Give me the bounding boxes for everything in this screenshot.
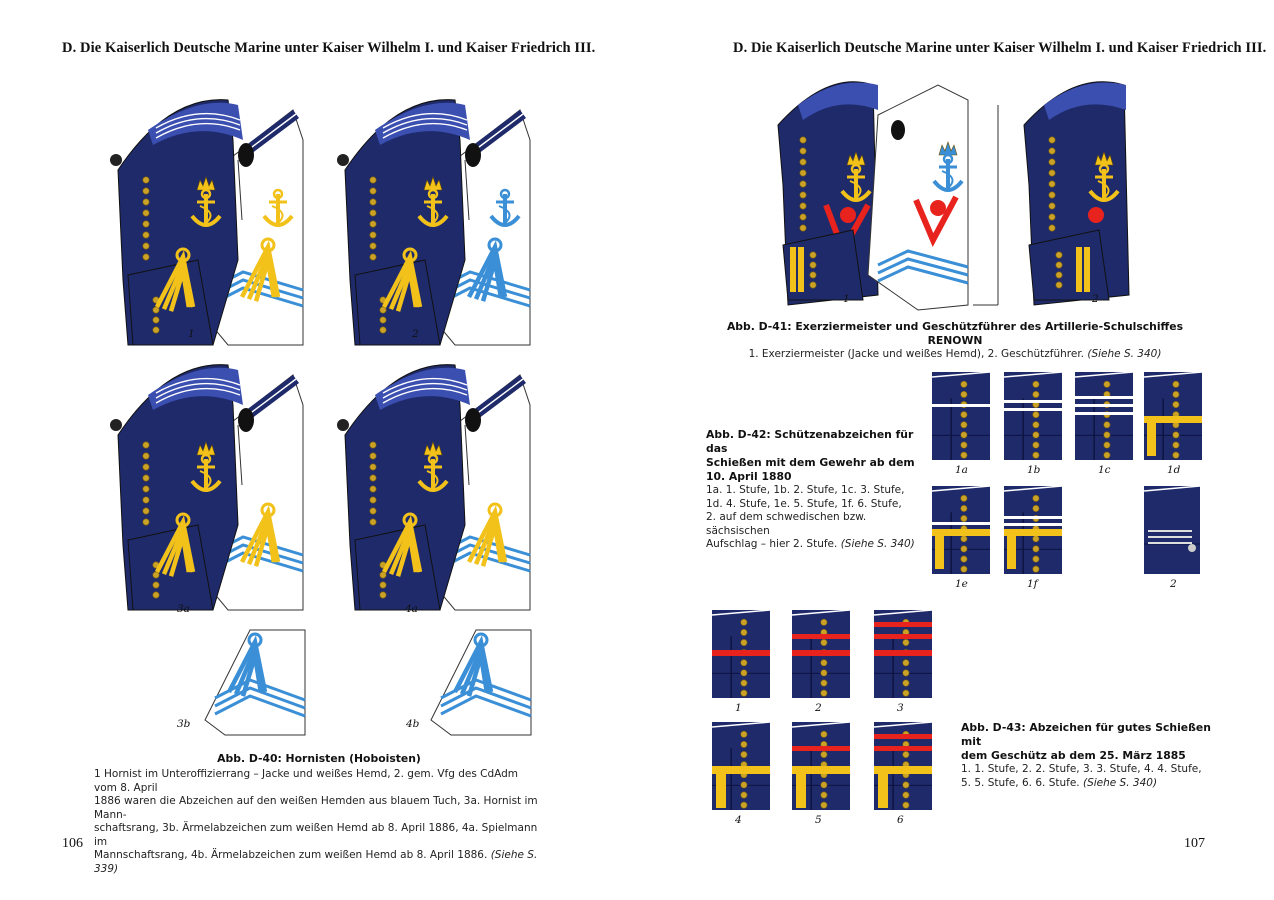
caption-title: Abb. D-40: Hornisten (Hoboisten) [217, 752, 421, 765]
cuff-d43-0 [711, 609, 771, 698]
anchor-icon [489, 188, 521, 227]
caption-line: 1d. 4. Stufe, 1e. 5. Stufe, 1f. 6. Stufe… [706, 497, 902, 510]
figure-label: 5 [815, 814, 822, 826]
cuff-d43-1 [791, 609, 851, 698]
cuff-d42-2 [1143, 485, 1201, 574]
cuff-d43-4 [791, 721, 851, 810]
figure-label: 4a [405, 603, 418, 615]
caption-line: 1 Hornist im Unteroffizierrang – Jacke u… [94, 768, 519, 794]
caption-title-line: Schießen mit dem Gewehr ab dem [706, 456, 915, 469]
caption-title-line: 10. April 1880 [706, 470, 792, 483]
figure-label: 1b [1027, 464, 1041, 476]
caption-line: 2. auf dem schwedischen bzw. sächsischen [706, 511, 867, 537]
figure-d40-3a [110, 364, 304, 611]
anchor-icon [190, 441, 222, 492]
figure-label: 6 [897, 814, 904, 826]
figure-label: 3 [897, 702, 904, 714]
figure-label: 3b [177, 718, 191, 730]
caption-line: 1. 1. Stufe, 2. 2. Stufe, 3. 3. Stufe, 4… [961, 763, 1202, 775]
anchor-icon [417, 441, 449, 492]
figure-label: 2 [412, 328, 419, 340]
caption-line: 1a. 1. Stufe, 1b. 2. Stufe, 1c. 3. Stufe… [706, 484, 905, 496]
caption-line: Mannschaftsrang, 4b. Ärmelabzeichen zum … [94, 849, 538, 875]
anchor-icon [932, 141, 964, 192]
caption-d42: Abb. D-42: Schützenabzeichen für das Sch… [706, 428, 916, 552]
figure-label: 2 [1170, 578, 1177, 590]
anchor-icon [262, 188, 294, 227]
caption-line: schaftsrang, 3b. Ärmelabzeichen zum weiß… [94, 822, 538, 848]
figure-d40-3b [204, 629, 306, 736]
figure-label: 1a [955, 464, 968, 476]
cuff-d42-4 [931, 485, 991, 574]
figure-d40-4b [430, 629, 532, 736]
figure-label: 1e [955, 578, 968, 590]
anchor-icon [1088, 151, 1120, 202]
cuff-d43-3 [711, 721, 771, 810]
figure-d41-2 [1023, 81, 1130, 306]
caption-line: 5. 5. Stufe, 6. 6. Stufe. (Siehe S. 340) [961, 776, 1158, 789]
caption-title: Abb. D-41: Exerziermeister und Geschützf… [726, 320, 1184, 347]
running-head-right: D. Die Kaiserlich Deutsche Marine unter … [733, 40, 1267, 56]
caption-ref: (Siehe S. 340) [840, 538, 915, 550]
page-number-right: 107 [1184, 836, 1205, 851]
caption-d41: Abb. D-41: Exerziermeister und Geschützf… [700, 320, 1210, 362]
figure-d40-4a [337, 364, 531, 611]
caption-title-line: Abb. D-42: Schützenabzeichen für das [706, 428, 914, 455]
caption-ref: (Siehe S. 340) [1087, 348, 1162, 360]
caption-ref: (Siehe S. 340) [1082, 776, 1158, 789]
figure-d40-1 [110, 99, 304, 346]
figure-d41-1 [777, 81, 999, 311]
figure-label: 1c [1098, 464, 1111, 476]
anchor-icon [840, 151, 872, 202]
figure-d40-2 [337, 99, 531, 346]
figure-label: 1 [843, 293, 850, 305]
running-head-left: D. Die Kaiserlich Deutsche Marine unter … [62, 40, 596, 56]
figure-label: 1f [1027, 578, 1038, 590]
figure-label: 1 [735, 702, 742, 714]
figure-label: 2 [1092, 293, 1099, 305]
cuff-d42-5 [1003, 485, 1063, 574]
cuff-d42-2 [1074, 371, 1134, 460]
cuff-d42-3 [1143, 371, 1203, 460]
figure-label: 4 [735, 814, 742, 826]
figure-label: 3a [177, 603, 190, 615]
cuff-d43-2 [873, 609, 933, 698]
figure-label: 4b [406, 718, 420, 730]
anchor-icon [190, 176, 222, 227]
caption-ref: (Siehe S. 339) [94, 849, 538, 875]
figure-label: 2 [815, 702, 822, 714]
figure-label: 1d [1167, 464, 1181, 476]
anchor-icon [417, 176, 449, 227]
cuff-d43-5 [873, 721, 933, 810]
page-number-left: 106 [62, 836, 83, 851]
caption-body: 1. Exerziermeister (Jacke und weißes Hem… [748, 348, 1162, 360]
caption-title-line: dem Geschütz ab dem 25. März 1885 [961, 749, 1186, 762]
figure-label: 1 [188, 328, 195, 340]
caption-d40: Abb. D-40: Hornisten (Hoboisten) 1 Horni… [94, 752, 544, 876]
caption-line: Aufschlag – hier 2. Stufe. (Siehe S. 340… [706, 538, 915, 550]
caption-line: 1886 waren die Abzeichen auf den weißen … [94, 795, 538, 821]
cuff-d42-1 [1003, 371, 1063, 460]
cuff-d42-0 [931, 371, 991, 460]
caption-title-line: Abb. D-43: Abzeichen für gutes Schießen … [961, 721, 1211, 748]
caption-d43: Abb. D-43: Abzeichen für gutes Schießen … [961, 721, 1221, 790]
